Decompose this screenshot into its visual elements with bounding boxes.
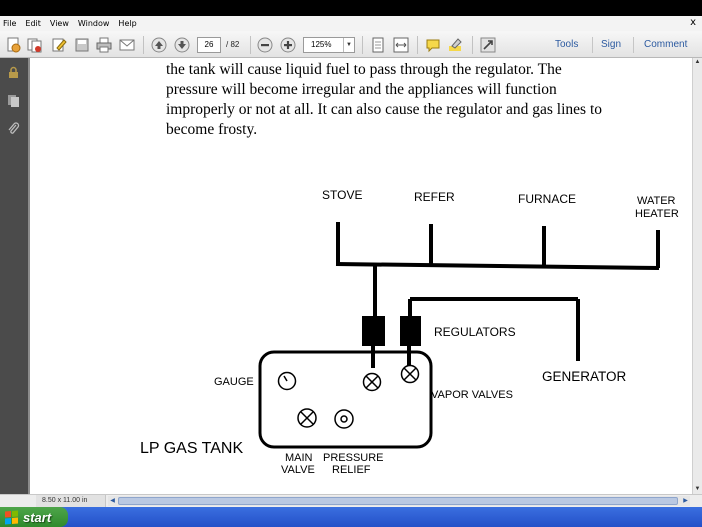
gauge-icon (277, 371, 297, 391)
text-line: become frosty. (166, 121, 258, 138)
full-screen-icon[interactable] (480, 37, 496, 53)
scrollbar-thumb[interactable] (118, 497, 678, 505)
print-icon[interactable] (96, 37, 112, 53)
lp-gas-diagram: STOVE REFER FURNACE WATER HEATER REGULAT… (140, 188, 679, 476)
label-vapor-valves: VAPOR VALVES (431, 389, 513, 401)
zoom-value: 125% (311, 40, 332, 49)
regulator-left (362, 316, 385, 346)
toolbar: 26 / 82 125% ▼ Tools Sign Comment (0, 31, 702, 58)
fit-width-icon[interactable] (393, 37, 409, 53)
sign-button[interactable]: Sign (601, 39, 622, 50)
menu-file[interactable]: File (3, 19, 17, 28)
horizontal-scrollbar[interactable]: ◀ ▶ (108, 496, 690, 506)
label-gauge: GAUGE (214, 376, 254, 388)
page-total: / 82 (226, 40, 240, 49)
toolbar-separator (633, 37, 634, 53)
comment-button[interactable]: Comment (644, 39, 688, 50)
label-water: WATER (637, 195, 676, 207)
chevron-down-icon[interactable]: ▼ (343, 38, 354, 52)
toolbar-separator (250, 36, 251, 54)
scroll-down-icon[interactable]: ▼ (694, 486, 701, 492)
label-stove: STOVE (322, 188, 362, 202)
scroll-left-icon[interactable]: ◀ (110, 498, 115, 504)
label-furnace: FURNACE (518, 192, 576, 206)
vertical-scrollbar[interactable]: ▲ ▼ (692, 58, 702, 494)
comment-icon[interactable] (425, 37, 441, 53)
tools-button[interactable]: Tools (555, 39, 579, 50)
document-view[interactable]: the tank will cause liquid fuel to pass … (28, 58, 692, 494)
menu-window[interactable]: Window (77, 19, 110, 28)
toolbar-separator (362, 36, 363, 54)
label-regulators: REGULATORS (434, 325, 516, 339)
label-generator: GENERATOR (542, 369, 627, 384)
toolbar-separator (143, 36, 144, 54)
edit-icon[interactable] (51, 37, 67, 53)
page-number-input[interactable]: 26 (197, 37, 221, 53)
status-bar: 8.50 x 11.00 in ◀ ▶ (0, 494, 702, 507)
start-label: start (23, 509, 52, 525)
regulator-right (400, 316, 421, 346)
menu-help[interactable]: Help (118, 19, 137, 28)
zoom-out-icon[interactable] (257, 37, 273, 53)
create-pdf-icon[interactable] (6, 37, 22, 53)
menu-view[interactable]: View (49, 19, 69, 28)
scroll-up-icon[interactable]: ▲ (694, 59, 701, 65)
page-up-icon[interactable] (151, 37, 167, 53)
page-down-icon[interactable] (174, 37, 190, 53)
label-heater: HEATER (635, 208, 679, 220)
lp-gas-tank (258, 350, 433, 449)
label-main: MAIN (285, 452, 313, 464)
toolbar-separator (592, 37, 593, 53)
label-relief: RELIEF (332, 464, 371, 476)
text-line: improperly or not at all. It can also ca… (166, 101, 603, 118)
menu-bar: File Edit View Window Help x (0, 16, 702, 31)
menu-edit[interactable]: Edit (25, 19, 41, 28)
vapor-valve-right-icon (400, 364, 420, 384)
appliance-gas-lines (335, 222, 660, 368)
pages-icon[interactable] (7, 94, 20, 107)
toolbar-separator (417, 36, 418, 54)
toolbar-separator (472, 36, 473, 54)
scroll-right-icon[interactable]: ▶ (683, 498, 688, 504)
label-refer: REFER (414, 190, 455, 204)
combine-icon[interactable] (27, 37, 43, 53)
fit-page-icon[interactable] (370, 37, 386, 53)
page-size-indicator: 8.50 x 11.00 in (36, 495, 106, 507)
close-document-button[interactable]: x (690, 17, 696, 28)
screen-top-band (0, 0, 702, 16)
lock-icon[interactable] (7, 66, 20, 79)
text-line: pressure will become irregular and the a… (166, 81, 557, 98)
start-button[interactable]: start (0, 507, 68, 527)
attachment-icon[interactable] (7, 122, 20, 135)
taskbar: start (0, 507, 702, 527)
text-line: the tank will cause liquid fuel to pass … (166, 61, 562, 78)
vapor-valve-left-icon (362, 372, 382, 392)
windows-logo-icon (5, 510, 18, 524)
label-lp-gas-tank: LP GAS TANK (140, 440, 243, 457)
zoom-select[interactable]: 125% ▼ (303, 37, 355, 53)
document-text: the tank will cause liquid fuel to pass … (166, 60, 692, 140)
zoom-in-icon[interactable] (280, 37, 296, 53)
main-valve-icon (297, 408, 317, 428)
label-valve: VALVE (281, 464, 315, 476)
email-icon[interactable] (119, 37, 135, 53)
save-icon[interactable] (74, 37, 90, 53)
label-pressure: PRESSURE (323, 452, 384, 464)
highlight-icon[interactable] (447, 37, 463, 53)
navigation-panel (0, 58, 28, 494)
pressure-relief-icon (334, 409, 354, 429)
